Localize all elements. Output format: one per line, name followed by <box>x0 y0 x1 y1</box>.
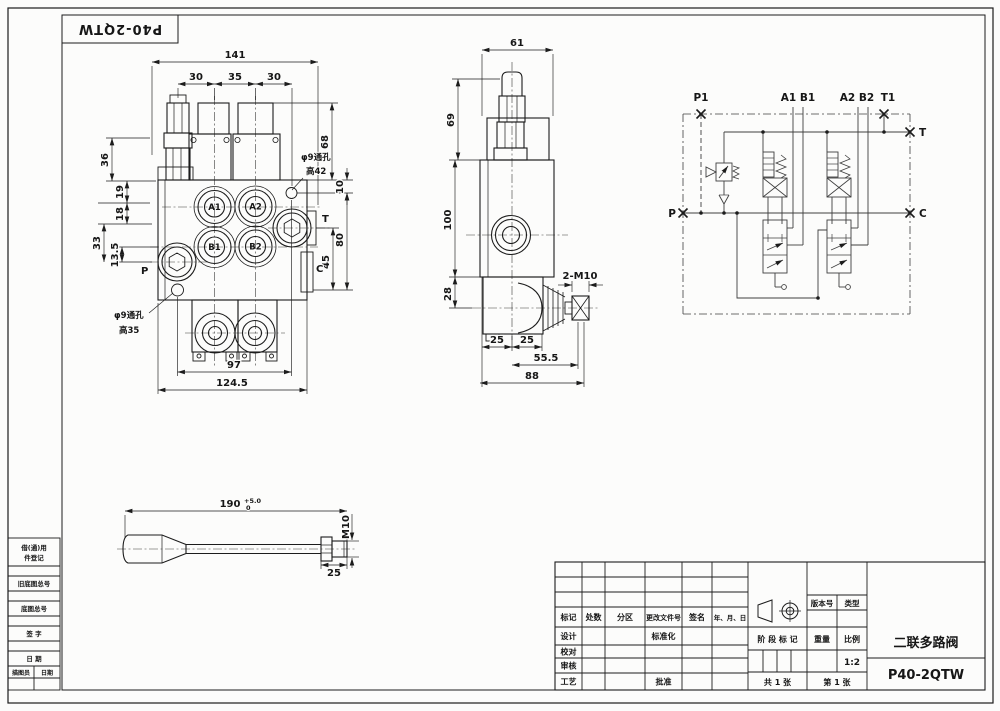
tb-part-name: 二联多路阀 <box>893 635 958 651</box>
tb-check-label: 校对 <box>561 647 577 657</box>
corner-model-label: P40-2QTW <box>78 21 162 36</box>
strip-signature: 签 字 <box>25 629 42 638</box>
strip-borrow-line2: 件登记 <box>24 553 44 562</box>
schem-a2b2-label: A2 B2 <box>840 92 874 104</box>
dim-m10: M10 <box>341 515 352 539</box>
schematic-labels: P1 A1 B1 A2 B2 T1 T C P <box>668 92 927 220</box>
port-p-label: P <box>141 266 148 277</box>
tb-design-label: 设计 <box>561 631 577 641</box>
tb-standard-label: 标准化 <box>651 631 676 641</box>
tb-stage-label: 阶 段 标 记 <box>757 634 797 644</box>
spool-section-2 <box>826 132 852 290</box>
tb-type-label: 类型 <box>845 598 860 608</box>
front-view-labels: 141 30 35 30 68 10 80 45 36 19 18 33 13.… <box>91 49 348 391</box>
tb-version-label: 版本号 <box>810 598 834 608</box>
tb-approve-label: 批准 <box>656 677 672 687</box>
revision-strip-labels: 借(通)用 件登记 旧底图总号 底图总号 签 字 日 期 描图员 日期 <box>12 543 53 677</box>
tb-sheet-number: 第 1 张 <box>823 677 851 687</box>
thread-callout-2-m10: 2-M10 <box>563 271 598 282</box>
drawing-frame <box>7 7 994 704</box>
tb-count-label: 处数 <box>585 612 603 622</box>
dim-19: 19 <box>115 185 126 199</box>
dim-69: 69 <box>446 113 457 127</box>
tb-date-label: 年、月、日 <box>714 613 747 622</box>
title-block-labels: 标记 处数 分区 更改文件号 签名 年、月、日 设计 校对 审核 工艺 标准化 … <box>560 598 965 687</box>
port-c-label: C <box>316 264 323 275</box>
hole-note-top-line1: φ9通孔 <box>301 152 331 163</box>
tb-scale-value: 1:2 <box>844 658 860 668</box>
dim-190-tol-lower: 0 <box>246 504 251 512</box>
dim-190: 190 <box>220 499 241 510</box>
dim-25-right: 25 <box>520 335 534 346</box>
dim-25-lever: 25 <box>327 568 341 579</box>
strip-old-master-no: 旧底图总号 <box>18 579 51 588</box>
tb-sheets-total: 共 1 张 <box>764 677 792 687</box>
tb-weight-label: 重量 <box>814 634 830 644</box>
dim-35: 35 <box>228 72 242 83</box>
hole-note-bottom-line1: φ9通孔 <box>114 310 144 321</box>
side-view-labels: 61 69 100 28 25 25 55.5 88 2-M10 <box>442 37 599 384</box>
strip-master-no: 底图总号 <box>21 604 48 613</box>
tb-scale-label: 比例 <box>844 634 860 644</box>
schem-c-label: C <box>919 208 927 220</box>
dim-61: 61 <box>510 38 524 49</box>
dim-124-5: 124.5 <box>216 378 248 389</box>
dim-68: 68 <box>320 135 331 149</box>
dim-97: 97 <box>227 360 241 371</box>
projection-symbol-icon <box>757 599 801 623</box>
dim-88: 88 <box>525 371 539 382</box>
schem-t1-label: T1 <box>881 92 895 104</box>
dim-36: 36 <box>100 153 111 167</box>
title-block <box>554 561 986 691</box>
revision-strip <box>7 537 61 691</box>
lever-labels: 190 +5.0 0 M10 25 <box>218 496 353 580</box>
dim-190-tol-upper: +5.0 <box>244 497 261 505</box>
dim-25-left: 25 <box>490 335 504 346</box>
hydraulic-schematic <box>677 107 916 315</box>
strip-borrow-line1: 借(通)用 <box>20 543 46 552</box>
dim-80: 80 <box>335 233 346 247</box>
dim-100: 100 <box>443 210 454 231</box>
schem-a1b1-label: A1 B1 <box>781 92 815 104</box>
spool-section-1 <box>762 132 788 290</box>
tb-sign-label: 签名 <box>688 612 705 622</box>
strip-tracer-date: 日期 <box>41 669 53 677</box>
dim-141: 141 <box>225 50 246 61</box>
schem-p-label: P <box>668 208 676 220</box>
port-t-label: T <box>322 214 329 225</box>
tb-docno-label: 更改文件号 <box>646 613 681 622</box>
dim-13-5: 13.5 <box>110 243 121 268</box>
dim-33: 33 <box>92 236 103 250</box>
dim-30b: 30 <box>267 72 281 83</box>
strip-tracer: 描图员 <box>12 669 30 677</box>
dim-45: 45 <box>321 255 332 269</box>
dim-55-5: 55.5 <box>534 353 559 364</box>
port-b2-label: B2 <box>249 243 261 253</box>
front-view <box>98 59 353 394</box>
schem-t-label: T <box>919 127 927 139</box>
tb-zone-label: 分区 <box>617 612 633 622</box>
dim-28: 28 <box>443 287 454 301</box>
lever-drawing <box>117 508 359 569</box>
strip-date: 日 期 <box>26 654 42 663</box>
tb-process-label: 工艺 <box>561 677 577 687</box>
tb-part-model: P40-2QTW <box>888 668 964 683</box>
hole-note-bottom-line2: 高35 <box>119 325 139 336</box>
side-view <box>449 47 603 387</box>
port-a1-label: A1 <box>208 203 221 213</box>
hole-note-top-line2: 高42 <box>306 166 326 177</box>
tb-review-label: 审核 <box>561 661 577 671</box>
dim-18: 18 <box>115 207 126 221</box>
port-a2-label: A2 <box>249 203 262 213</box>
dim-30a: 30 <box>189 72 203 83</box>
schem-p1-label: P1 <box>693 92 708 104</box>
dim-10: 10 <box>335 180 346 194</box>
tb-mark-label: 标记 <box>560 612 577 622</box>
port-b1-label: B1 <box>208 243 220 253</box>
